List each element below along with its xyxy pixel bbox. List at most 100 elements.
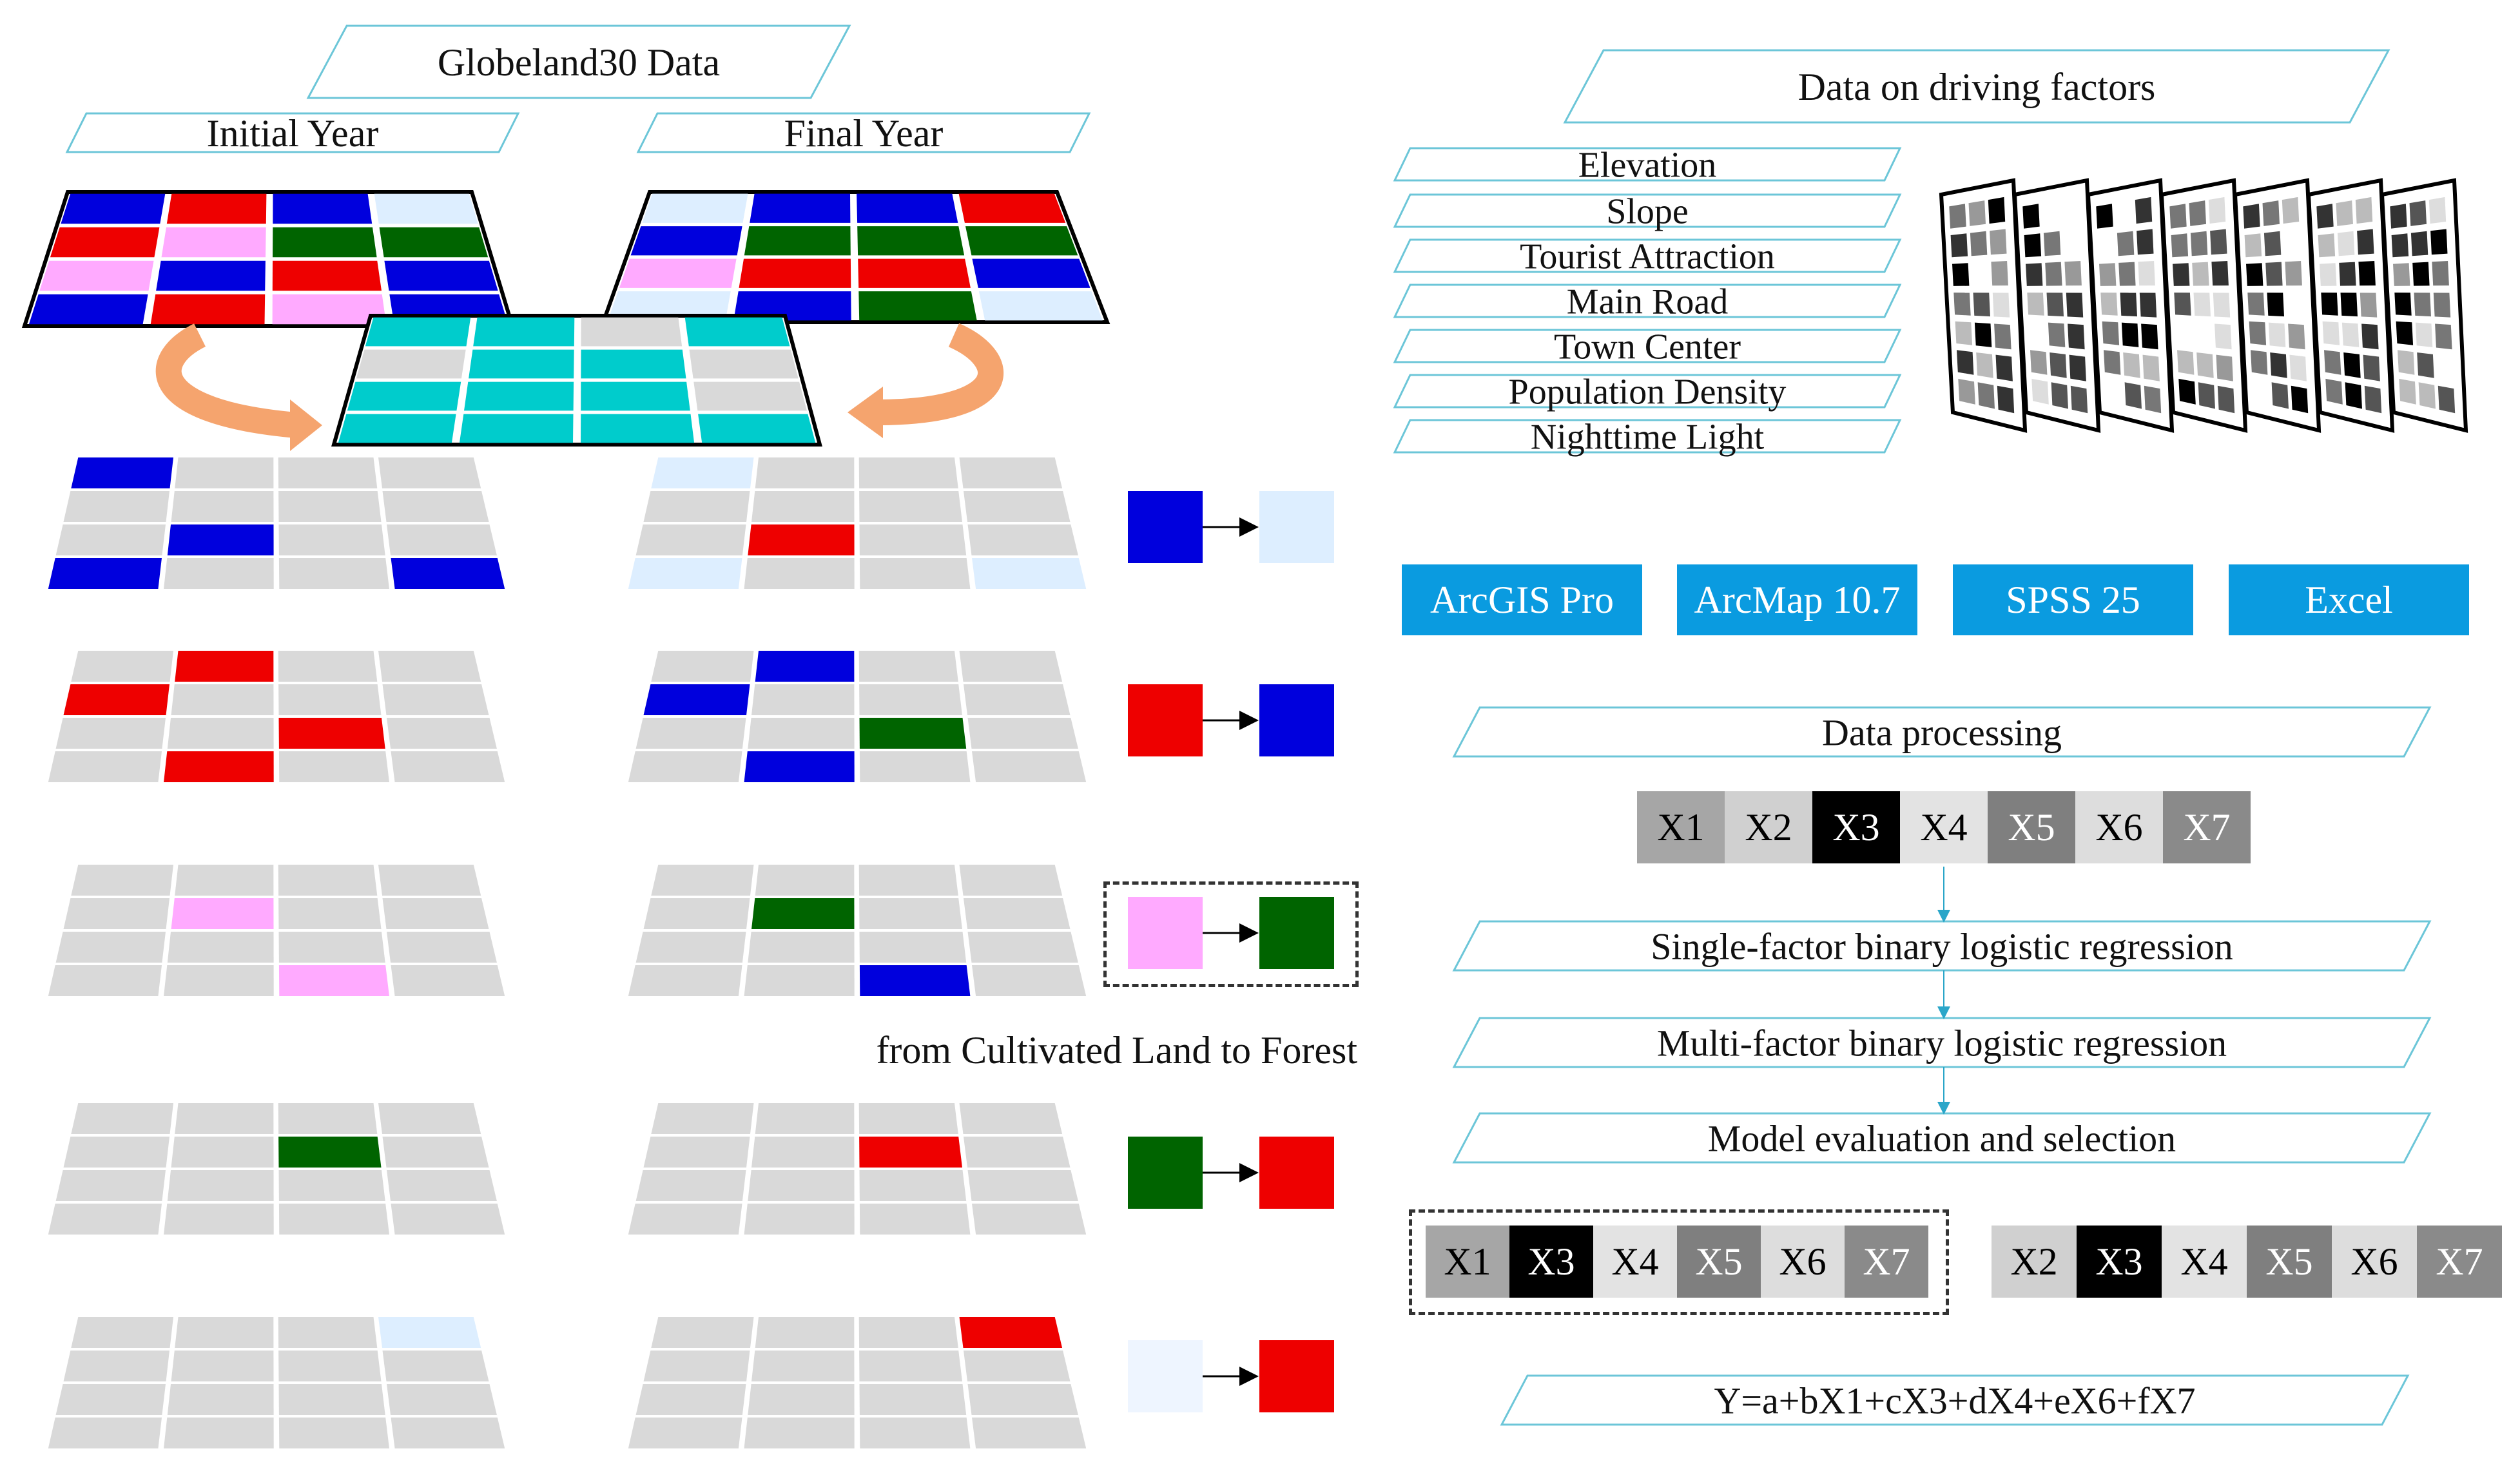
final-year-cells-4-cell	[964, 1137, 1071, 1168]
raster-cell	[2139, 293, 2157, 318]
final-year-cells-1-cell	[635, 524, 746, 555]
final-year-map-cell	[858, 258, 971, 288]
raster-cell	[2410, 231, 2428, 256]
final-year-cells-4-cell	[651, 1103, 754, 1134]
initial-year-cells-4	[48, 1103, 505, 1235]
final-year-cells-2-cell	[858, 651, 958, 682]
raster-layer-3	[2086, 178, 2175, 433]
raster-cell	[2268, 322, 2286, 347]
raster-cell	[2324, 350, 2341, 375]
driving-factor-rasters	[1939, 178, 2468, 433]
initial-year-cells-2-cell	[391, 751, 505, 782]
final-year-cells-3-cell	[755, 865, 855, 896]
raster-cell	[2430, 229, 2448, 255]
initial-year-cells-5-cell	[278, 1317, 378, 1348]
final-year-cells-1-cell	[964, 491, 1071, 522]
initial-year-cells-5-cell	[382, 1351, 489, 1381]
raster-cell	[2171, 233, 2189, 258]
raster-cell	[2208, 197, 2226, 224]
raster-cell	[2436, 354, 2454, 381]
change-overlay-map-cell	[469, 349, 574, 379]
raster-cell	[2438, 385, 2456, 414]
initial-year-map-cell	[273, 227, 377, 258]
raster-cell	[2363, 354, 2380, 381]
final-year-cells-2	[628, 651, 1087, 782]
raster-cell	[2195, 322, 2213, 347]
factor-code-x5: X5	[2247, 1226, 2332, 1298]
initial-year-cells-3-cell	[63, 898, 170, 929]
final-year-map-frame	[600, 190, 1110, 324]
final-year-cells-3-cell	[628, 965, 742, 996]
raster-cell	[2394, 293, 2412, 316]
initial-year-cells-3-cell	[378, 865, 481, 896]
raster-cell	[2173, 263, 2190, 286]
raster-cell	[2045, 262, 2062, 286]
raster-cell	[2396, 321, 2414, 345]
initial-year-cells-5-cell	[278, 1351, 382, 1381]
final-year-cells-1-cell	[967, 524, 1078, 555]
final-year-cells-5-cell	[755, 1317, 855, 1348]
driving-factors-header: Data on driving factors	[1798, 66, 2156, 108]
swatch-to-light_blue	[1259, 491, 1334, 563]
final-year-cells-4-cell	[744, 1204, 855, 1235]
final-year-cells-1-cell	[748, 524, 855, 555]
final-year-map-cell	[733, 291, 851, 321]
final-year-map-cell	[965, 226, 1078, 256]
raster-cell	[2026, 263, 2043, 286]
raster-cell	[1988, 197, 2006, 224]
initial-year-cells-5-cell	[387, 1384, 497, 1415]
final-year-cells-1-cell	[643, 491, 750, 522]
initial-year-map-cell	[166, 193, 267, 224]
software-arcgis-pro: ArcGIS Pro	[1402, 564, 1642, 635]
initial-year-map-cell	[161, 227, 266, 258]
raster-cell	[2192, 262, 2209, 286]
factor-label-1-frame	[1393, 147, 1902, 182]
final-year-cells-3-cell	[972, 965, 1087, 996]
initial-year-cells-2-cell	[71, 651, 173, 682]
initial-year-cells-1-cell	[278, 524, 385, 555]
final-year-map-cell	[978, 291, 1103, 321]
initial-year-cells-5-cell	[55, 1384, 166, 1415]
initial-year-label-frame	[65, 112, 520, 153]
raster-cell	[2267, 293, 2284, 317]
raster-cell	[1955, 321, 1973, 345]
driving-factors-header-frame	[1563, 49, 2390, 124]
software-spss: SPSS 25	[1953, 564, 2193, 635]
initial-year-cells-2	[48, 651, 505, 782]
raster-cell	[2341, 322, 2360, 347]
raster-cell	[2251, 350, 2268, 375]
initial-year-cells-3-cell	[278, 865, 378, 896]
initial-year-cells-1-cell	[171, 491, 274, 522]
initial-year-cells-1-cell	[278, 457, 378, 488]
raster-cell	[2123, 352, 2140, 378]
raster-cell	[1972, 262, 1989, 286]
raster-cell	[1957, 350, 1974, 375]
raster-cell	[2339, 262, 2356, 286]
raster-cell	[2263, 231, 2282, 256]
raster-cell	[1968, 200, 1986, 226]
change-overlay-map-cell	[365, 317, 471, 347]
step-single-factor: Single-factor binary logistic regression	[1651, 925, 2233, 967]
raster-cell	[2196, 352, 2214, 378]
initial-year-cells-4-cell	[382, 1137, 489, 1168]
final-year-cells-1-cell	[744, 558, 855, 589]
initial-year-cells-1-cell	[164, 558, 274, 589]
factor-code-x7: X7	[2417, 1226, 2502, 1298]
final-year-cells-2-cell	[643, 684, 750, 715]
initial-year-map-cell	[61, 193, 166, 224]
initial-year-cells-4-cell	[278, 1204, 389, 1235]
raster-cell	[2393, 263, 2410, 286]
initial-year-cells-2-cell	[63, 684, 170, 715]
final-year-cells-5-cell	[964, 1351, 1071, 1381]
change-overlay-map-cell	[698, 414, 816, 443]
initial-year-cells-5	[48, 1317, 505, 1448]
initial-year-cells-3-cell	[387, 932, 497, 963]
raster-cell	[2320, 263, 2337, 286]
raster-layer-5	[2233, 178, 2321, 433]
initial-year-map-cell	[150, 294, 266, 325]
raster-cell	[2121, 322, 2139, 347]
final-year-cells-1-cell	[751, 491, 855, 522]
initial-year-cells-4-cell	[278, 1137, 382, 1168]
change-overlay-map-cell	[459, 414, 574, 443]
